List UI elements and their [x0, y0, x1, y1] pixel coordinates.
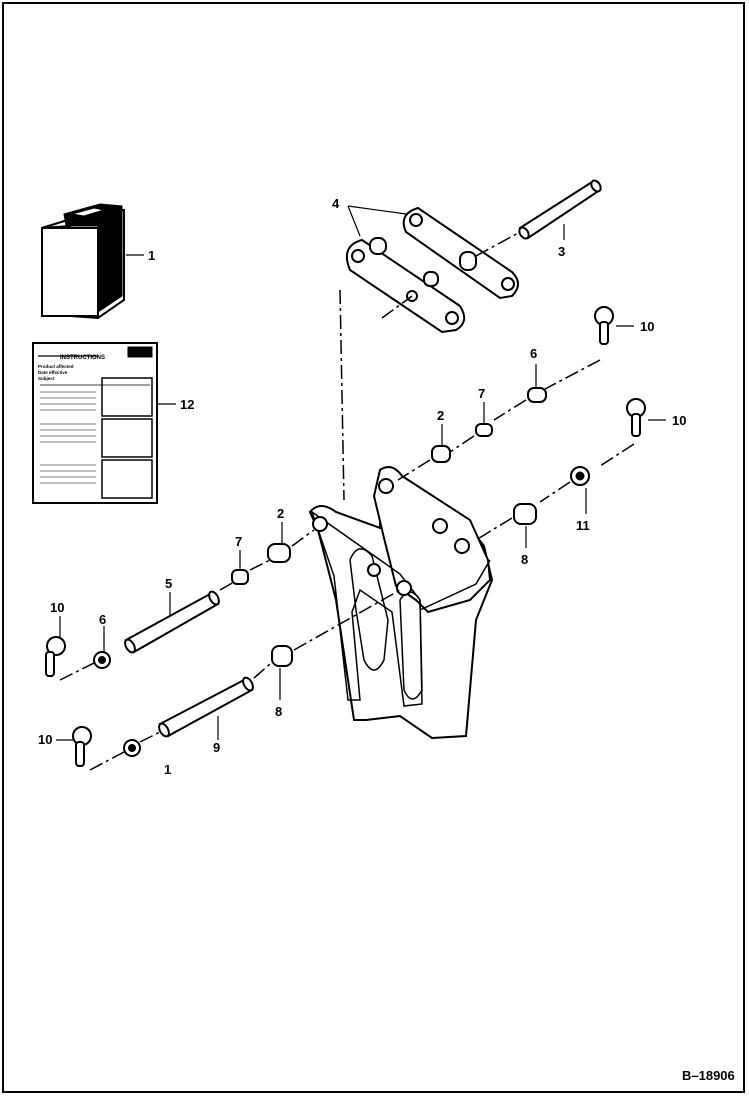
lower-left-hardware [45, 529, 401, 771]
callouts: 1 12 4 3 10 6 7 2 10 11 8 2 7 5 10 6 8 9… [38, 196, 686, 777]
callout-10-left-lower: 10 [38, 732, 52, 747]
part-4-link-plates [346, 206, 519, 334]
callout-8-right: 8 [521, 552, 528, 567]
part-8-bushing-left [271, 645, 293, 667]
part-9-pin [158, 676, 254, 738]
upper-right-hardware [397, 306, 646, 541]
part-3-pin [475, 179, 602, 257]
callout-8-left: 8 [275, 704, 282, 719]
callout-4: 4 [332, 196, 340, 211]
callout-1: 1 [148, 248, 155, 263]
instructions-line-2: Date effective [38, 370, 68, 375]
callout-10-mid-right: 10 [672, 413, 686, 428]
part-2-spacer-upper [431, 445, 451, 463]
instructions-line-3: Subject [38, 376, 55, 381]
part-8-bushing-right [513, 503, 537, 525]
part-10-retainer-mid-right [626, 398, 646, 437]
callout-2-left: 2 [277, 506, 284, 521]
instructions-header: INSTRUCTIONS [60, 355, 105, 361]
callout-1-lower: 1 [164, 762, 171, 777]
callout-10-left-upper: 10 [50, 600, 64, 615]
callout-7-left: 7 [235, 534, 242, 549]
callout-11: 11 [576, 518, 590, 533]
callout-5: 5 [165, 576, 172, 591]
callout-9: 9 [213, 740, 220, 755]
part-7-bushing-left [231, 569, 249, 585]
part-10-retainer-left-upper [45, 636, 66, 677]
part-5-pin [124, 590, 220, 654]
callout-12: 12 [180, 397, 194, 412]
leader-lines [56, 205, 666, 741]
callout-10-upper-right: 10 [640, 319, 654, 334]
callout-6-upper: 6 [530, 346, 537, 361]
part-2-spacer-left [267, 543, 291, 563]
callout-6-left: 6 [99, 612, 106, 627]
instructions-line-1: Product affected [38, 364, 74, 369]
part-7-bushing-upper [475, 423, 493, 437]
part-1-decal-box [41, 203, 125, 320]
main-bracket [308, 289, 494, 740]
part-10-retainer-left-lower [72, 726, 92, 767]
part-12-instructions-sheet: INSTRUCTIONS Product affected Date effec… [32, 342, 158, 504]
callout-7-upper: 7 [478, 386, 485, 401]
callout-2-upper: 2 [437, 408, 444, 423]
reference-code: B–18906 [682, 1068, 735, 1083]
part-6-washer-upper [527, 387, 547, 403]
callout-3: 3 [558, 244, 565, 259]
part-10-retainer-upper-right [594, 306, 614, 345]
